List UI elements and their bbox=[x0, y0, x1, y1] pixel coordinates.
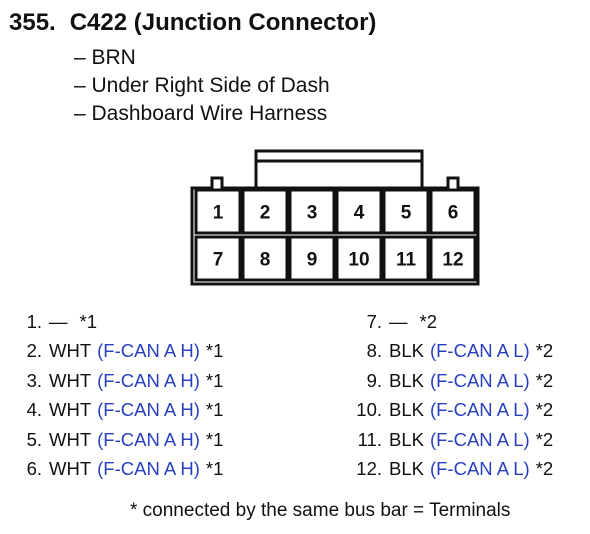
pin-list-left: 1.—*1 2.WHT(F-CAN A H)*1 3.WHT(F-CAN A H… bbox=[12, 307, 224, 483]
pin-row: 7.—*2 bbox=[366, 311, 437, 332]
pin-number-label: 1 bbox=[213, 203, 224, 224]
pin-number-label: 11 bbox=[396, 250, 417, 271]
pin-cell bbox=[429, 188, 477, 235]
detail-location: – Under Right Side of Dash bbox=[74, 74, 330, 97]
connector-number: 355. bbox=[9, 9, 56, 36]
pin-number-label: 7 bbox=[213, 250, 224, 271]
detail-harness: – Dashboard Wire Harness bbox=[74, 102, 328, 125]
pin-number-label: 12 bbox=[442, 250, 463, 271]
footnote: * connected by the same bus bar = Termin… bbox=[130, 500, 511, 521]
pin-row: 10.BLK(F-CAN A L)*2 bbox=[356, 399, 554, 421]
pin-cell bbox=[194, 235, 242, 282]
pin-row: 8.BLK(F-CAN A L)*2 bbox=[366, 340, 554, 362]
pin-row: 5.WHT(F-CAN A H)*1 bbox=[26, 428, 224, 450]
pin-cell bbox=[429, 235, 477, 282]
pin-number-label: 6 bbox=[448, 203, 459, 224]
pin-cell bbox=[241, 235, 289, 282]
connector-housing bbox=[190, 176, 480, 286]
pin-number-label: 4 bbox=[354, 203, 365, 224]
pin-row: 4.WHT(F-CAN A H)*1 bbox=[26, 399, 224, 421]
detail-color: – BRN bbox=[74, 46, 136, 69]
pin-cell bbox=[335, 235, 383, 282]
pin-cell bbox=[382, 188, 430, 235]
pin-number-label: 2 bbox=[260, 203, 271, 224]
pin-cell bbox=[335, 188, 383, 235]
pin-cell bbox=[241, 188, 289, 235]
pin-row: 6.WHT(F-CAN A H)*1 bbox=[26, 458, 224, 480]
pin-number-label: 8 bbox=[260, 250, 271, 271]
pin-number-label: 9 bbox=[307, 250, 318, 271]
pin-list-right: 7.—*2 8.BLK(F-CAN A L)*2 9.BLK(F-CAN A L… bbox=[350, 307, 553, 483]
pin-row: 3.WHT(F-CAN A H)*1 bbox=[26, 369, 224, 391]
pin-row: 2.WHT(F-CAN A H)*1 bbox=[26, 340, 224, 362]
pin-cell bbox=[194, 188, 242, 235]
pin-cell bbox=[288, 235, 336, 282]
page-title: 355. C422 (Junction Connector) bbox=[9, 8, 376, 38]
pin-number-label: 5 bbox=[401, 203, 412, 224]
connector-name: C422 (Junction Connector) bbox=[69, 9, 377, 36]
pin-row: 11.BLK(F-CAN A L)*2 bbox=[357, 428, 554, 450]
pin-number-label: 10 bbox=[348, 250, 369, 271]
connector-details: – BRN – Under Right Side of Dash – Dashb… bbox=[74, 44, 330, 128]
pin-cell bbox=[382, 235, 430, 282]
pin-row: 1.—*1 bbox=[26, 311, 97, 332]
connector-latch bbox=[254, 149, 424, 188]
pin-row: 12.BLK(F-CAN A L)*2 bbox=[356, 458, 554, 480]
pin-cell bbox=[288, 188, 336, 235]
pin-number-label: 3 bbox=[307, 203, 318, 224]
pin-row: 9.BLK(F-CAN A L)*2 bbox=[366, 369, 554, 391]
